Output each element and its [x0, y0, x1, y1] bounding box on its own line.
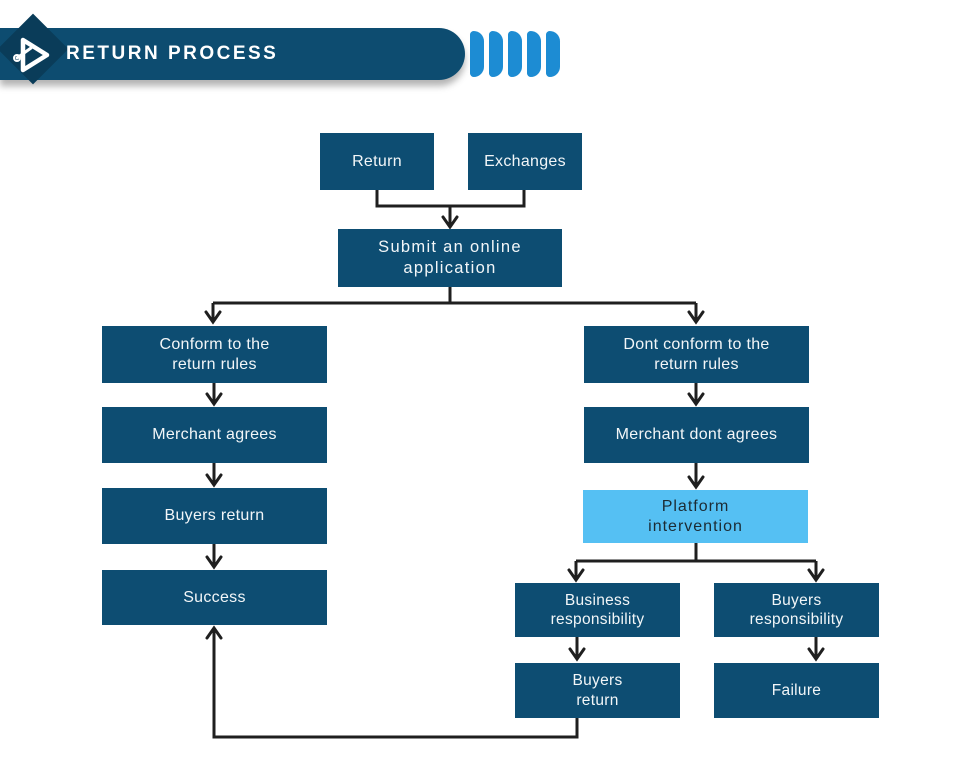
- node-success: Success: [102, 570, 327, 625]
- page-title: RETURN PROCESS: [66, 43, 279, 64]
- title-banner: RETURN PROCESS: [0, 13, 465, 85]
- node-return: Return: [320, 133, 434, 190]
- node-platform-intervention: Platform intervention: [583, 490, 808, 543]
- node-buyers-return: Buyers return: [102, 488, 327, 544]
- play-triangle-wrench-icon: [13, 37, 50, 73]
- chevron-stripe: [489, 31, 503, 77]
- node-buyers-responsibility: Buyers responsibility: [714, 583, 879, 637]
- chevron-stripe: [546, 31, 560, 77]
- node-submit-application: Submit an online application: [338, 229, 562, 287]
- node-merchant-agrees: Merchant agrees: [102, 407, 327, 463]
- chevron-stripe: [508, 31, 522, 77]
- node-conform-rules: Conform to the return rules: [102, 326, 327, 383]
- node-merchant-dont-agrees: Merchant dont agrees: [584, 407, 809, 463]
- node-exchanges: Exchanges: [468, 133, 582, 190]
- chevron-stripes-decoration: [470, 31, 560, 77]
- node-buyers-return-2: Buyers return: [515, 663, 680, 718]
- chevron-stripe: [527, 31, 541, 77]
- node-dont-conform-rules: Dont conform to the return rules: [584, 326, 809, 383]
- node-business-responsibility: Business responsibility: [515, 583, 680, 637]
- chevron-stripe: [470, 31, 484, 77]
- node-failure: Failure: [714, 663, 879, 718]
